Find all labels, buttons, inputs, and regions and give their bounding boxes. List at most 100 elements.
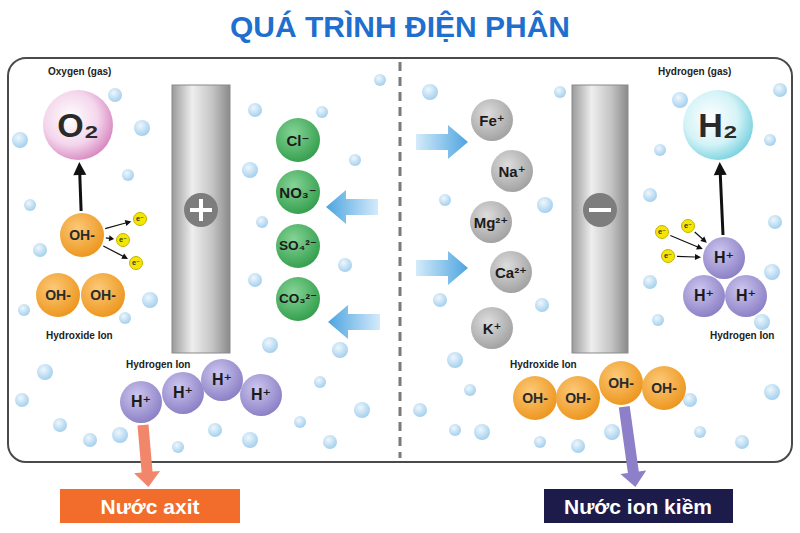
water-bubble: [314, 376, 326, 388]
water-bubble: [108, 88, 122, 102]
node-text: OH-: [651, 381, 677, 395]
water-bubble: [449, 424, 461, 436]
cation: Fe⁺: [471, 99, 513, 141]
ion-label: Hydroxide Ion: [508, 359, 579, 370]
node-text: Nước ion kiềm: [564, 496, 712, 517]
water-bubble: [316, 106, 328, 118]
ion-flow-arrow: [416, 251, 468, 285]
water-bubble: [112, 427, 128, 443]
water-bubble: [172, 441, 184, 453]
water-bubble: [474, 424, 490, 440]
node-text: H⁺: [736, 288, 756, 304]
water-bubble: [535, 298, 549, 312]
node-text: OH-: [522, 391, 548, 405]
cathode-electrode: [572, 85, 628, 353]
node-text: e⁻: [684, 222, 692, 229]
divider-line: [399, 62, 402, 458]
water-bubble: [208, 423, 222, 437]
water-bubble: [248, 103, 262, 117]
hydroxide-ion: OH-: [642, 366, 686, 410]
electron-arrow: [103, 246, 128, 259]
ion-flow-arrow: [326, 190, 378, 224]
node-text: Na⁺: [498, 164, 525, 179]
water-bubble: [764, 384, 780, 400]
node-text: H⁺: [173, 385, 193, 401]
electron: e⁻: [133, 212, 147, 226]
water-bubble: [323, 435, 337, 449]
water-bubble: [537, 197, 553, 213]
water-bubble: [354, 402, 370, 418]
hydroxide-ion: OH-: [513, 376, 557, 420]
electron: e⁻: [129, 256, 143, 270]
hydrogen-ion: H⁺: [683, 275, 725, 317]
water-bubble: [768, 215, 782, 229]
water-bubble: [12, 132, 28, 148]
node-text: e⁻: [119, 236, 127, 243]
water-bubble: [433, 293, 447, 307]
water-bubble: [683, 393, 697, 407]
hydroxide-ion: OH-: [60, 213, 104, 257]
water-bubble: [643, 275, 657, 289]
electron-arrow: [670, 235, 703, 250]
water-bubble: [248, 273, 262, 287]
hydroxide-ion: OH-: [36, 273, 80, 317]
node-text: e⁻: [132, 259, 140, 266]
node-text: H⁺: [251, 387, 271, 403]
node-text: O₂: [57, 108, 99, 142]
electron-arrow: [677, 254, 701, 260]
node-text: H⁺: [694, 288, 714, 304]
hydrogen-ion: H⁺: [725, 275, 767, 317]
water-bubble: [256, 216, 268, 228]
ion-label: Hydroxide Ion: [44, 330, 115, 341]
hydrogen-ion: H⁺: [240, 374, 282, 416]
anion: Cl⁻: [276, 118, 320, 162]
water-bubble: [571, 439, 585, 453]
water-bubble: [534, 436, 546, 448]
anion: SO₄²⁻: [276, 224, 320, 268]
node-text: Mg²⁺: [474, 215, 509, 230]
water-bubble: [262, 337, 278, 353]
node-text: e⁻: [664, 252, 672, 259]
hydrogen-ion: H⁺: [120, 381, 162, 423]
hydroxide-ion: OH-: [556, 376, 600, 420]
water-bubble: [294, 416, 306, 428]
diagram-title: QUÁ TRÌNH ĐIỆN PHÂN: [0, 10, 800, 44]
output-arrow: [134, 424, 160, 487]
node-text: e⁻: [136, 215, 144, 222]
reaction-arrow: [714, 162, 727, 235]
node-text: H⁺: [131, 394, 151, 410]
water-bubble: [604, 424, 620, 440]
water-bubble: [18, 304, 30, 316]
cation: Na⁺: [491, 150, 533, 192]
node-text: OH-: [565, 391, 591, 405]
water-bubble: [119, 312, 131, 324]
water-bubble: [773, 83, 787, 97]
node-text: Nước axit: [100, 496, 199, 517]
water-bubble: [643, 188, 657, 202]
cation: Ca²⁺: [490, 251, 532, 293]
water-bubble: [15, 393, 29, 407]
acid-water-box: Nước axit: [60, 489, 240, 523]
alkaline-water-box: Nước ion kiềm: [544, 489, 733, 523]
ion-flow-arrow: [416, 125, 468, 159]
hydrogen-molecule: H₂: [683, 90, 753, 160]
electron-arrow: [105, 220, 131, 229]
water-bubble: [654, 144, 666, 156]
water-bubble: [694, 426, 706, 438]
output-arrow: [619, 406, 646, 487]
electron-arrow: [106, 235, 114, 241]
water-bubble: [447, 352, 463, 368]
node-text: CO₃²⁻: [279, 292, 317, 306]
water-bubble: [422, 84, 438, 100]
hydroxide-ion: OH-: [81, 273, 125, 317]
water-bubble: [134, 120, 150, 136]
node-text: Fe⁺: [479, 113, 504, 128]
water-bubble: [554, 86, 566, 98]
cation: K⁺: [471, 307, 513, 349]
electron: e⁻: [661, 249, 675, 263]
node-text: H₂: [698, 108, 738, 142]
water-bubble: [764, 134, 776, 146]
electron-arrow: [694, 232, 707, 243]
